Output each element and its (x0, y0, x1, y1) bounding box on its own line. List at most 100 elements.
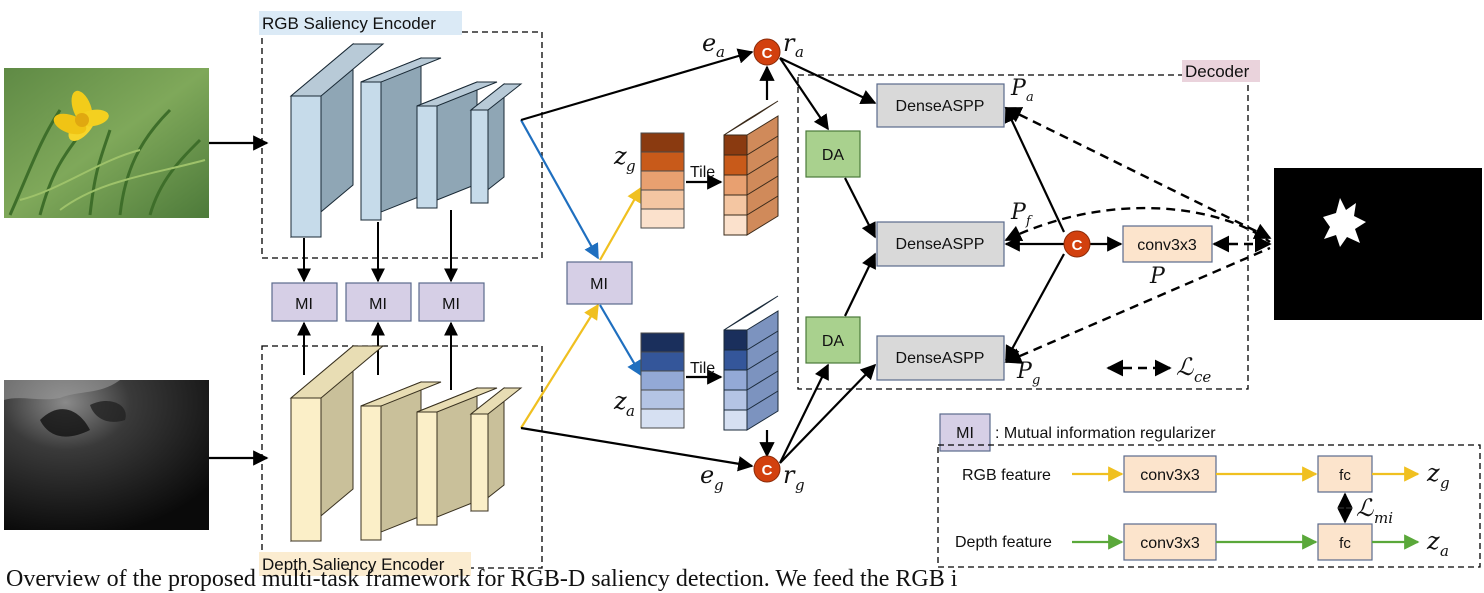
mi-regularizer-box (937, 444, 1481, 568)
label-z-g: z g (613, 142, 636, 175)
mi-loss: ℒ mi (1337, 492, 1393, 527)
mi-block-2: MI (345, 282, 412, 322)
svg-text:C: C (1072, 237, 1083, 254)
mi-depth-row: Depth feature conv3x3 fc z a (955, 523, 1449, 561)
svg-text:RGB feature: RGB feature (962, 467, 1051, 484)
depth-encoder-blocks (289, 344, 523, 543)
label-e-a: e a (702, 29, 725, 61)
depth-encoder-title-bg (259, 552, 471, 576)
svg-text:MI: MI (956, 425, 974, 442)
mi-block-1: MI (271, 282, 338, 322)
mi-rgb-row: RGB feature conv3x3 fc z g (962, 455, 1450, 493)
tile-label-bottom: Tile (690, 360, 715, 377)
decoder-title: Decoder (1185, 62, 1250, 81)
svg-text:g: g (1032, 373, 1040, 388)
svg-text:z: z (1426, 459, 1440, 487)
label-r-g: r g (783, 461, 805, 494)
svg-text:MI: MI (295, 296, 313, 313)
svg-text:DA: DA (822, 147, 845, 164)
depth-input-image (4, 380, 209, 530)
da-block-top: DA (805, 130, 861, 178)
svg-text:a: a (716, 43, 725, 61)
svg-text:a: a (1026, 90, 1034, 105)
zg-tiled-volume (723, 100, 779, 236)
za-latent-code (640, 332, 685, 429)
svg-text:: Mutual information regulariz: : Mutual information regularizer (995, 425, 1216, 442)
svg-text:P: P (1016, 359, 1033, 384)
eg-arrow (520, 426, 754, 472)
svg-text:z: z (1426, 527, 1440, 555)
svg-text:a: a (1440, 542, 1449, 560)
depth-to-mi-arrow (520, 303, 599, 429)
label-p-f: P f (1010, 200, 1033, 229)
concat-node-decoder: C (1063, 230, 1091, 258)
svg-text:MI: MI (442, 296, 460, 313)
svg-text:DenseASPP: DenseASPP (896, 350, 985, 367)
mi-block-3: MI (418, 282, 485, 322)
svg-text:fc: fc (1339, 467, 1351, 484)
svg-text:C: C (762, 462, 773, 479)
svg-text:mi: mi (1374, 509, 1393, 527)
svg-text:conv3x3: conv3x3 (1140, 535, 1200, 552)
zg-latent-code (640, 132, 685, 229)
svg-text:g: g (714, 476, 724, 494)
label-e-g: e g (700, 461, 724, 494)
rgb-encoder-blocks (289, 42, 523, 239)
rgb-input-image (4, 68, 209, 218)
svg-text:Depth feature: Depth feature (955, 534, 1052, 551)
svg-text:C: C (762, 45, 773, 62)
rgb-to-mi-arrow (520, 119, 599, 260)
svg-text:DenseASPP: DenseASPP (896, 236, 985, 253)
label-p: P (1149, 264, 1166, 289)
svg-text:r: r (783, 29, 796, 57)
svg-text:conv3x3: conv3x3 (1137, 237, 1197, 254)
svg-text:f: f (1025, 214, 1033, 229)
svg-text:g: g (795, 476, 805, 494)
decoder-title-bg (1182, 60, 1260, 82)
svg-text:z: z (613, 387, 627, 415)
flower-shape (53, 90, 109, 141)
svg-text:P: P (1149, 264, 1166, 289)
mi-block-center: MI (566, 261, 633, 305)
svg-text:z: z (613, 142, 627, 170)
output-saliency-map (1274, 168, 1482, 320)
ea-arrow (520, 48, 754, 122)
svg-text:P: P (1010, 76, 1027, 101)
svg-text:g: g (1440, 474, 1450, 492)
loss-ce-legend: ℒ ce (1106, 353, 1211, 386)
tile-label-top: Tile (690, 164, 715, 181)
conv-block-decoder: conv3x3 (1122, 225, 1213, 263)
mi-to-zg-arrow (599, 186, 642, 261)
svg-text:conv3x3: conv3x3 (1140, 467, 1200, 484)
decoder-box (797, 74, 1249, 390)
da-block-bottom: DA (805, 316, 861, 364)
concat-node-top: C (753, 38, 781, 66)
depth-encoder-title: Depth Saliency Encoder (262, 555, 445, 574)
figure-caption: Overview of the proposed multi-task fram… (6, 566, 958, 592)
svg-text:r: r (783, 461, 796, 489)
svg-text:DenseASPP: DenseASPP (896, 98, 985, 115)
svg-text:MI: MI (369, 296, 387, 313)
svg-text:g: g (626, 157, 636, 175)
svg-text:DA: DA (822, 333, 845, 350)
svg-text:ℒ: ℒ (1176, 353, 1194, 381)
rgb-encoder-title: RGB Saliency Encoder (262, 14, 436, 33)
svg-text:fc: fc (1339, 535, 1351, 552)
dense-aspp-top: DenseASPP (876, 83, 1005, 128)
dense-aspp-middle: DenseASPP (876, 221, 1005, 267)
label-p-g: P g (1016, 359, 1040, 388)
label-z-a: z a (613, 387, 635, 420)
svg-text:a: a (626, 402, 635, 420)
concat-node-bottom: C (753, 455, 781, 483)
loss-arrows (1004, 106, 1272, 364)
svg-text:P: P (1010, 200, 1027, 225)
encoder-mi-arrows (297, 210, 458, 390)
dense-aspp-bottom: DenseASPP (876, 335, 1005, 381)
svg-text:e: e (700, 461, 714, 489)
tile-arrows: Tile Tile (686, 164, 723, 385)
svg-text:a: a (795, 43, 804, 61)
za-tiled-volume (723, 295, 779, 431)
mi-to-za-arrow (599, 304, 642, 377)
svg-text:e: e (702, 29, 716, 57)
